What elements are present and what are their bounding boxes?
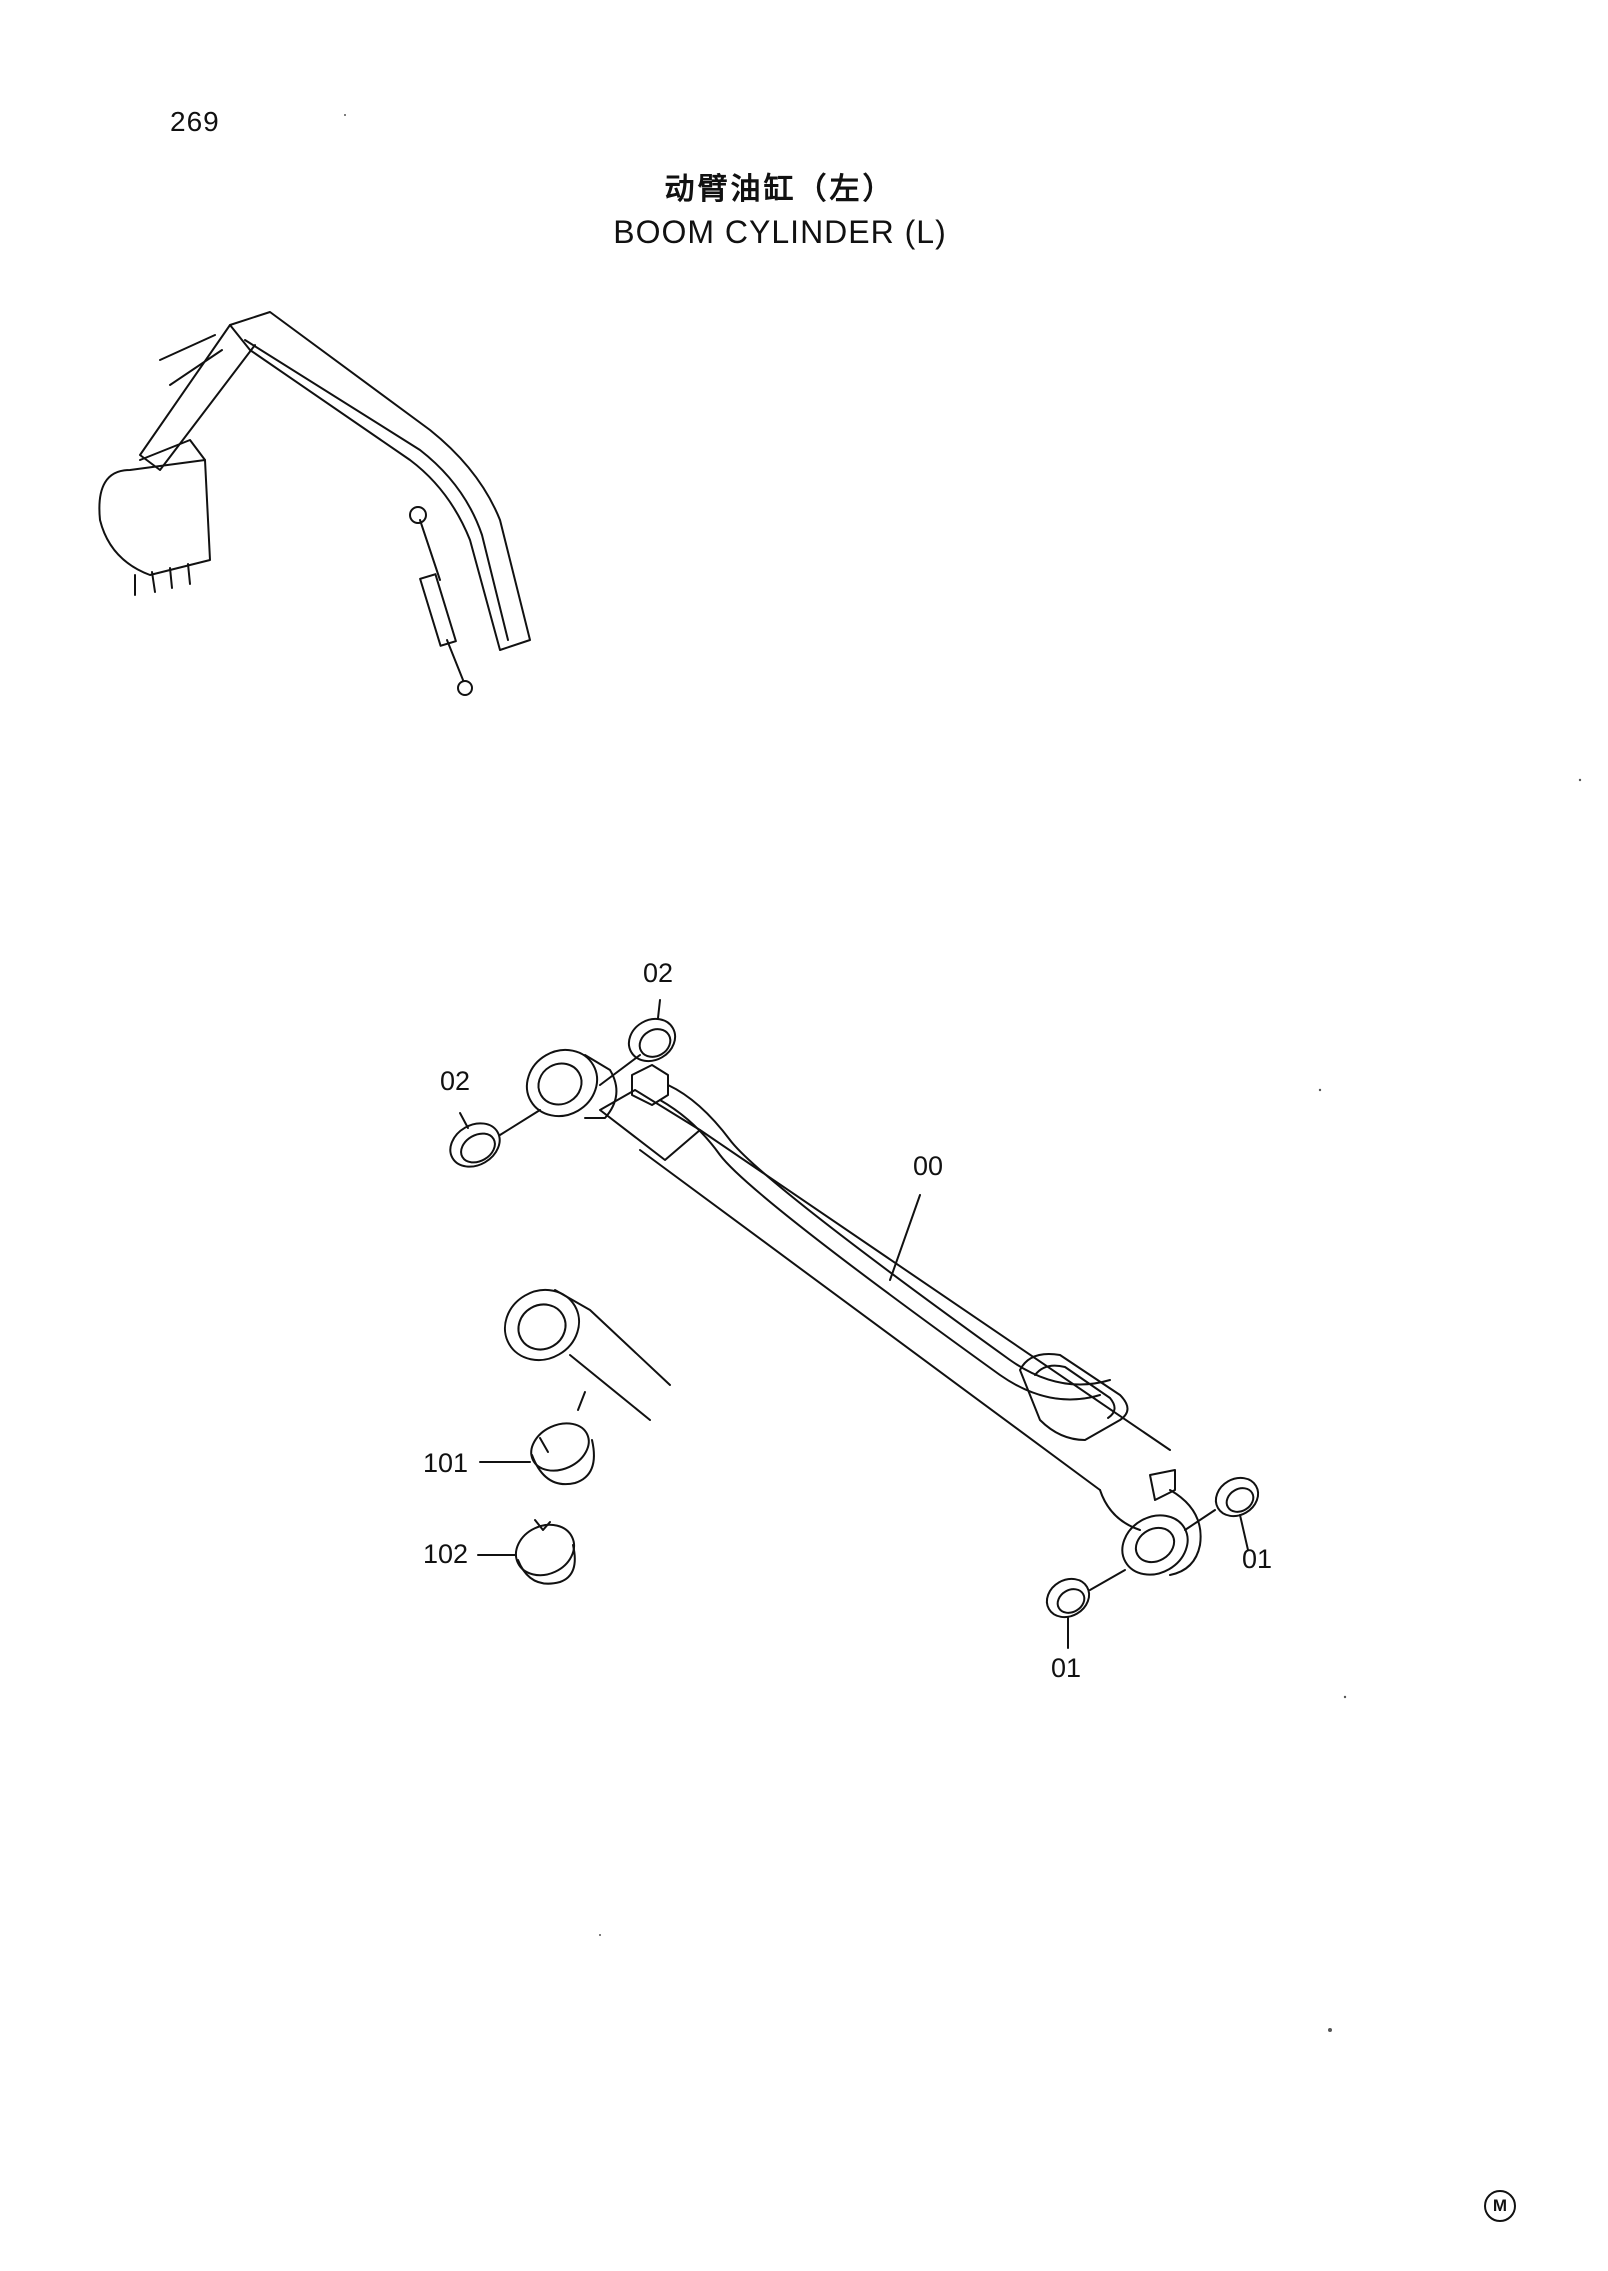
bushing-01-group — [1045, 1476, 1260, 1649]
excavator-overview-illustration — [98, 311, 531, 696]
scan-specks — [344, 114, 1582, 2032]
callout-01-bottom: 01 — [1051, 1653, 1081, 1683]
bushing-02-group — [449, 999, 677, 1168]
callout-102: 102 — [423, 1539, 468, 1569]
rod-end-detail — [477, 1288, 671, 1585]
callout-01-right: 01 — [1242, 1544, 1272, 1574]
corner-mark-symbol: M — [1484, 2190, 1516, 2222]
callout-02-top: 02 — [643, 958, 673, 988]
callout-02-left: 02 — [440, 1066, 470, 1096]
callout-00: 00 — [913, 1151, 943, 1181]
title-english: BOOM CYLINDER (L) — [613, 214, 947, 250]
page-number: 269 — [170, 106, 220, 137]
callout-labels: 00 02 02 01 01 101 102 — [423, 958, 1272, 1683]
boom-cylinder-assembly — [525, 1048, 1202, 1576]
title-chinese: 动臂油缸（左） — [664, 172, 896, 207]
callout-101: 101 — [423, 1448, 468, 1478]
page-title: 动臂油缸（左） BOOM CYLINDER (L) — [560, 168, 1000, 252]
